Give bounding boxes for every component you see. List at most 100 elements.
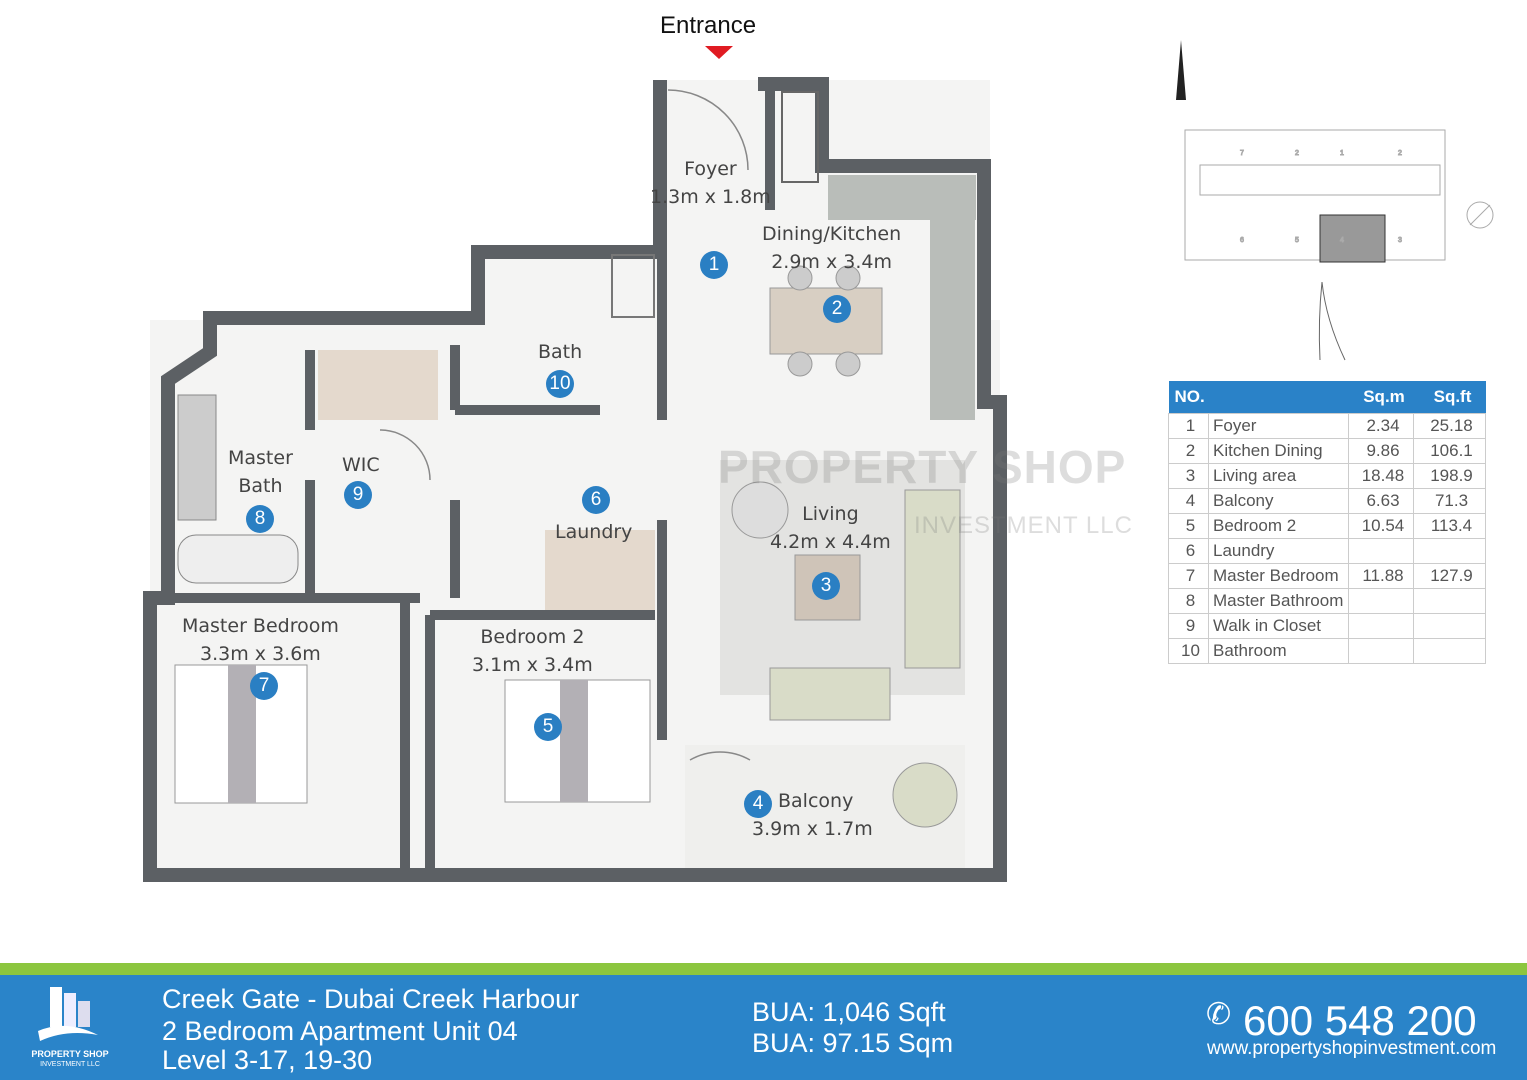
logo-sub: INVESTMENT LLC <box>40 1061 100 1068</box>
compass-icon <box>1466 201 1494 229</box>
room-laundry: Laundry <box>555 521 633 543</box>
room-name: Living area <box>1208 462 1349 489</box>
table-header: NO. Sq.m Sq.ft <box>1168 381 1486 413</box>
marker-3: 3 <box>812 572 840 600</box>
key-unit: 2 <box>1398 150 1402 157</box>
laundry-cabinet <box>545 530 655 610</box>
property-shop-logo <box>38 987 98 1041</box>
key-unit: 3 <box>1398 237 1402 244</box>
marker-8: 8 <box>246 505 274 533</box>
row-number: 7 <box>1168 562 1209 589</box>
marker-10: 10 <box>546 370 574 398</box>
website-link[interactable]: www.propertyshopinvestment.com <box>1207 1038 1497 1059</box>
area-sqft <box>1413 612 1486 639</box>
room-dims: 2.9m x 3.4m <box>771 251 892 273</box>
row-number: 8 <box>1168 587 1209 614</box>
phone-number[interactable]: 600 548 200 <box>1243 997 1477 1044</box>
room-name: Balcony <box>1208 487 1349 514</box>
area-sqm <box>1348 587 1414 614</box>
levels: Level 3-17, 19-30 <box>162 1045 373 1075</box>
area-sqm <box>1348 637 1414 664</box>
fridge <box>781 91 819 183</box>
footer-stripe <box>0 963 1527 975</box>
row-number: 9 <box>1168 612 1209 639</box>
tower-icon <box>1318 281 1346 361</box>
key-unit: 4 <box>1340 237 1344 244</box>
room-name: Foyer <box>1208 412 1349 439</box>
area-sqm: 9.86 <box>1348 437 1414 464</box>
key-unit: 1 <box>1340 150 1344 157</box>
room-name: Foyer <box>684 158 737 180</box>
unit-highlight <box>1319 214 1386 263</box>
key-unit: 6 <box>1240 237 1244 244</box>
marker-1: 1 <box>700 251 728 279</box>
dining-table <box>769 287 883 355</box>
area-sqm: 18.48 <box>1348 462 1414 489</box>
marker-6: 6 <box>582 486 610 514</box>
key-unit: 5 <box>1295 237 1299 244</box>
entrance-label: Entrance <box>660 12 757 39</box>
room-name: Living <box>802 503 859 525</box>
room-name: Bedroom 2 <box>480 626 585 648</box>
area-sqm: 6.63 <box>1348 487 1414 514</box>
area-sqft: 198.9 <box>1413 462 1486 489</box>
kitchen-counter-side <box>930 220 975 420</box>
row-number: 5 <box>1168 512 1209 539</box>
room-name-line-1: Master <box>228 447 293 469</box>
marker-7: 7 <box>250 672 278 700</box>
area-sqm: 2.34 <box>1348 412 1414 439</box>
room-name: Kitchen Dining <box>1208 437 1349 464</box>
project-name: Creek Gate - Dubai Creek Harbour <box>162 984 580 1014</box>
room-name-line-2: Bath <box>238 475 283 497</box>
area-sqm: 10.54 <box>1348 512 1414 539</box>
room-name: Dining/Kitchen <box>762 223 902 245</box>
room-name: Master Bathroom <box>1208 587 1349 614</box>
floor-plan: 7 2 1 2 6 5 4 3 <box>143 40 1494 882</box>
kitchen-counter <box>828 175 976 220</box>
burj-khalifa-icon <box>1176 40 1186 100</box>
area-sqm: 11.88 <box>1348 562 1414 589</box>
area-sqft: 71.3 <box>1413 487 1486 514</box>
key-plan: 7 2 1 2 6 5 4 3 <box>1176 40 1494 361</box>
room-living: Living 4.2m x 4.4m <box>770 500 891 556</box>
door-swings <box>379 89 751 761</box>
room-dims: 1.3m x 1.8m <box>650 186 771 208</box>
balcony-chair <box>892 762 958 828</box>
area-sqft: 113.4 <box>1413 512 1486 539</box>
room-name: Master Bedroom <box>182 615 339 637</box>
room-dims: 4.2m x 4.4m <box>770 531 891 553</box>
marker-9: 9 <box>344 481 372 509</box>
row-number: 10 <box>1168 637 1209 664</box>
area-sqft <box>1413 637 1486 664</box>
room-name: Bathroom <box>1208 637 1349 664</box>
watermark-title: PROPERTY SHOP <box>718 441 1127 493</box>
header-no: NO. <box>1168 381 1209 413</box>
header-sqft: Sq.ft <box>1413 381 1486 413</box>
logo-name: PROPERTY SHOP <box>31 1049 109 1059</box>
area-sqm <box>1348 537 1414 564</box>
shower <box>611 254 655 318</box>
room-master-bedroom: Master Bedroom 3.3m x 3.6m <box>182 612 339 668</box>
row-number: 3 <box>1168 462 1209 489</box>
marker-4: 4 <box>744 790 772 818</box>
row-number: 1 <box>1168 412 1209 439</box>
vanity <box>177 394 217 521</box>
room-name: Balcony <box>778 790 854 812</box>
key-unit: 7 <box>1240 150 1244 157</box>
interior-walls <box>150 84 775 875</box>
bua-sqm: BUA: 97.15 Sqm <box>752 1028 954 1058</box>
room-dims: 3.1m x 3.4m <box>472 654 593 676</box>
footer: PROPERTY SHOP INVESTMENT LLC Creek Gate … <box>0 975 1527 1080</box>
marker-2: 2 <box>823 295 851 323</box>
room-balcony: Balcony 3.9m x 1.7m <box>752 787 873 843</box>
room-dims: 3.9m x 1.7m <box>752 818 873 840</box>
phone-icon: ✆ <box>1206 998 1232 1031</box>
room-dims: 3.3m x 3.6m <box>200 643 321 665</box>
